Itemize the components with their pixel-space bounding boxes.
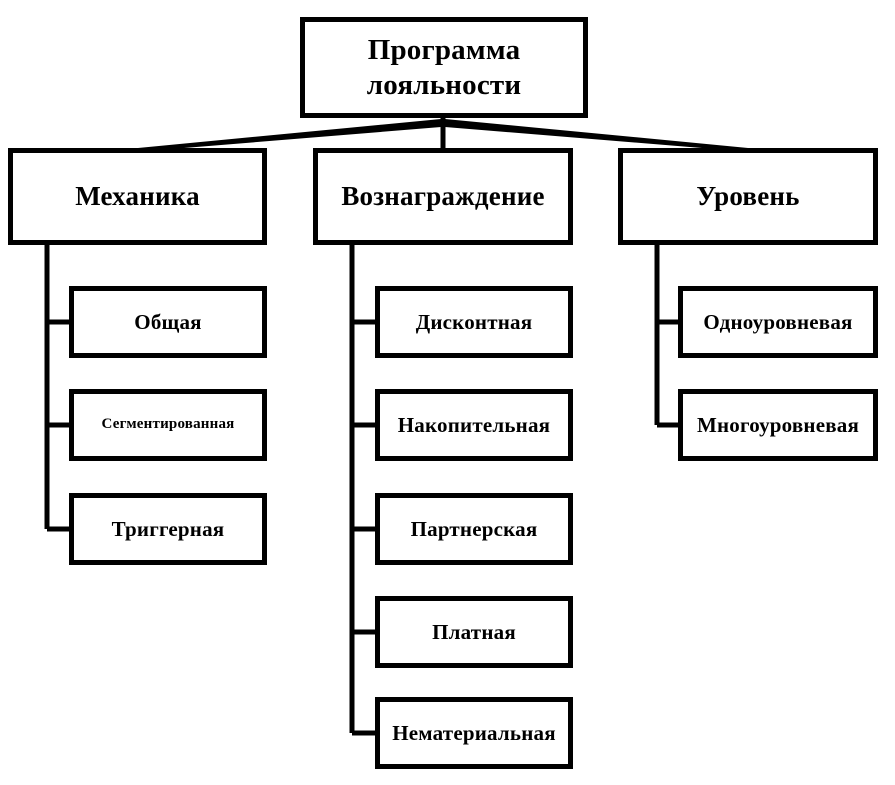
branch-node-3[interactable]: Уровень	[618, 148, 878, 245]
node-label: Одноуровневая	[703, 309, 853, 334]
branch-node-1[interactable]: Механика	[8, 148, 267, 245]
leaf-node-1-3[interactable]: Триггерная	[69, 493, 267, 565]
node-label: Многоуровневая	[696, 412, 860, 437]
leaf-node-3-2[interactable]: Многоуровневая	[678, 389, 878, 461]
root-node[interactable]: Программа лояльности	[300, 17, 588, 118]
node-label: Дисконтная	[415, 309, 533, 334]
node-label: Нематериальная	[392, 720, 556, 745]
node-label: Партнерская	[410, 516, 538, 541]
leaf-node-2-2[interactable]: Накопительная	[375, 389, 573, 461]
root-connector-right	[445, 119, 748, 148]
node-label: Вознаграждение	[341, 180, 545, 211]
leaf-node-1-2[interactable]: Сегментированная	[69, 389, 267, 461]
node-label: Триггерная	[111, 516, 225, 541]
node-label: Механика	[75, 180, 200, 211]
leaf-node-2-3[interactable]: Партнерская	[375, 493, 573, 565]
node-label: Накопительная	[397, 412, 551, 437]
root-connector-left	[138, 119, 441, 148]
leaf-node-2-5[interactable]: Нематериальная	[375, 697, 573, 769]
node-label: Платная	[432, 619, 516, 644]
leaf-node-1-1[interactable]: Общая	[69, 286, 267, 358]
node-label: Программа лояльности	[366, 34, 522, 101]
node-label: Уровень	[696, 180, 800, 211]
node-label: Общая	[134, 309, 202, 334]
branch-node-2[interactable]: Вознаграждение	[313, 148, 573, 245]
leaf-node-3-1[interactable]: Одноуровневая	[678, 286, 878, 358]
leaf-node-2-1[interactable]: Дисконтная	[375, 286, 573, 358]
leaf-node-2-4[interactable]: Платная	[375, 596, 573, 668]
node-label: Сегментированная	[101, 416, 235, 433]
